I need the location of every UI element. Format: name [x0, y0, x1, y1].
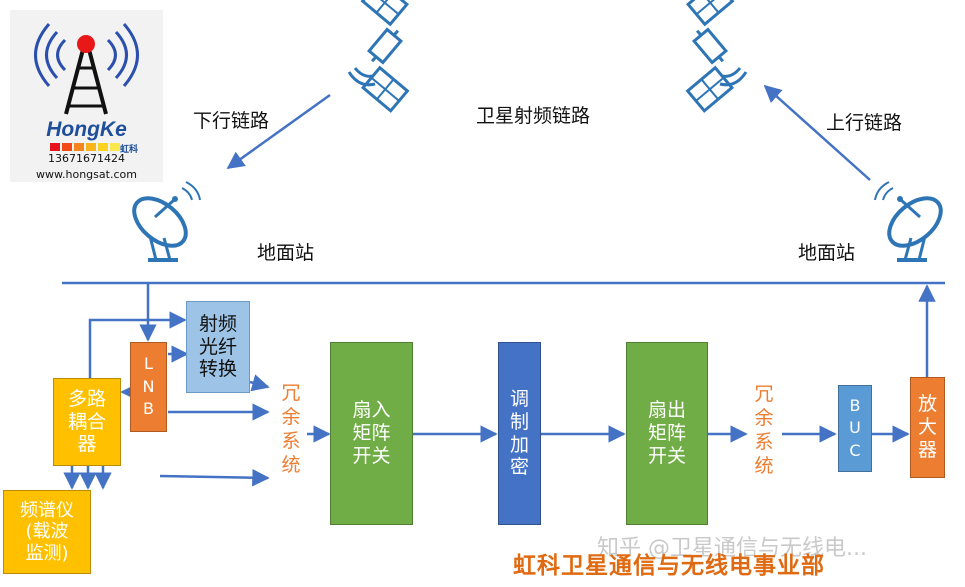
- redundancy-label-left: 冗 余 系 统: [281, 382, 301, 476]
- uplink-arrow: [763, 84, 871, 181]
- downlink-label: 下行链路: [193, 110, 270, 132]
- multi-coupler-block: 多路 耦合 器: [53, 378, 121, 466]
- redundancy-label-right: 冗 余 系 统: [754, 383, 774, 477]
- logo-phone: 13671671424: [48, 152, 125, 165]
- rf-fiber-loop: [88, 311, 187, 380]
- coupler-side-to-redundancy: [159, 468, 270, 487]
- rf-fiber-to-redundancy: [249, 374, 270, 392]
- buc-block: B U C: [838, 385, 872, 472]
- satellite-icon-right: [686, 0, 748, 113]
- company-logo: HongKe 虹科 13671671424 www.hongsat.com: [10, 10, 163, 182]
- rf-fiber-converter-block: 射频 光纤 转换: [186, 301, 250, 393]
- lnb-block: L N B: [130, 342, 167, 432]
- logo-brand-cn: 虹科: [120, 145, 139, 155]
- satellite-rf-link-label: 卫星射频链路: [476, 105, 591, 127]
- ground-station-label-right: 地面站: [798, 242, 856, 264]
- ground-station-label-left: 地面站: [257, 242, 315, 264]
- mod-encrypt-block: 调 制 加 密: [498, 342, 541, 525]
- logo-brand-text: HongKe: [46, 118, 127, 141]
- footer-department-title: 虹科卫星通信与无线电事业部: [513, 552, 825, 579]
- fan-out-matrix-block: 扇出 矩阵 开关: [626, 342, 708, 525]
- dish-antenna-icon-right: [873, 180, 952, 262]
- watermark-text: 知乎 @卫星通信与无线电...: [597, 536, 867, 561]
- downlink-arrow: [226, 93, 331, 170]
- amplifier-block: 放 大 器: [910, 377, 945, 478]
- satellite-icon-left: [347, 0, 409, 113]
- dish-antenna-icon-left: [123, 180, 202, 262]
- spectrum-analyzer-block: 频谱仪 (载波 监测): [3, 490, 91, 574]
- antenna-tower-icon: [34, 23, 139, 115]
- logo-color-bar: [50, 143, 120, 151]
- uplink-label: 上行链路: [826, 112, 903, 134]
- fan-in-matrix-block: 扇入 矩阵 开关: [330, 342, 413, 525]
- logo-website: www.hongsat.com: [36, 168, 137, 181]
